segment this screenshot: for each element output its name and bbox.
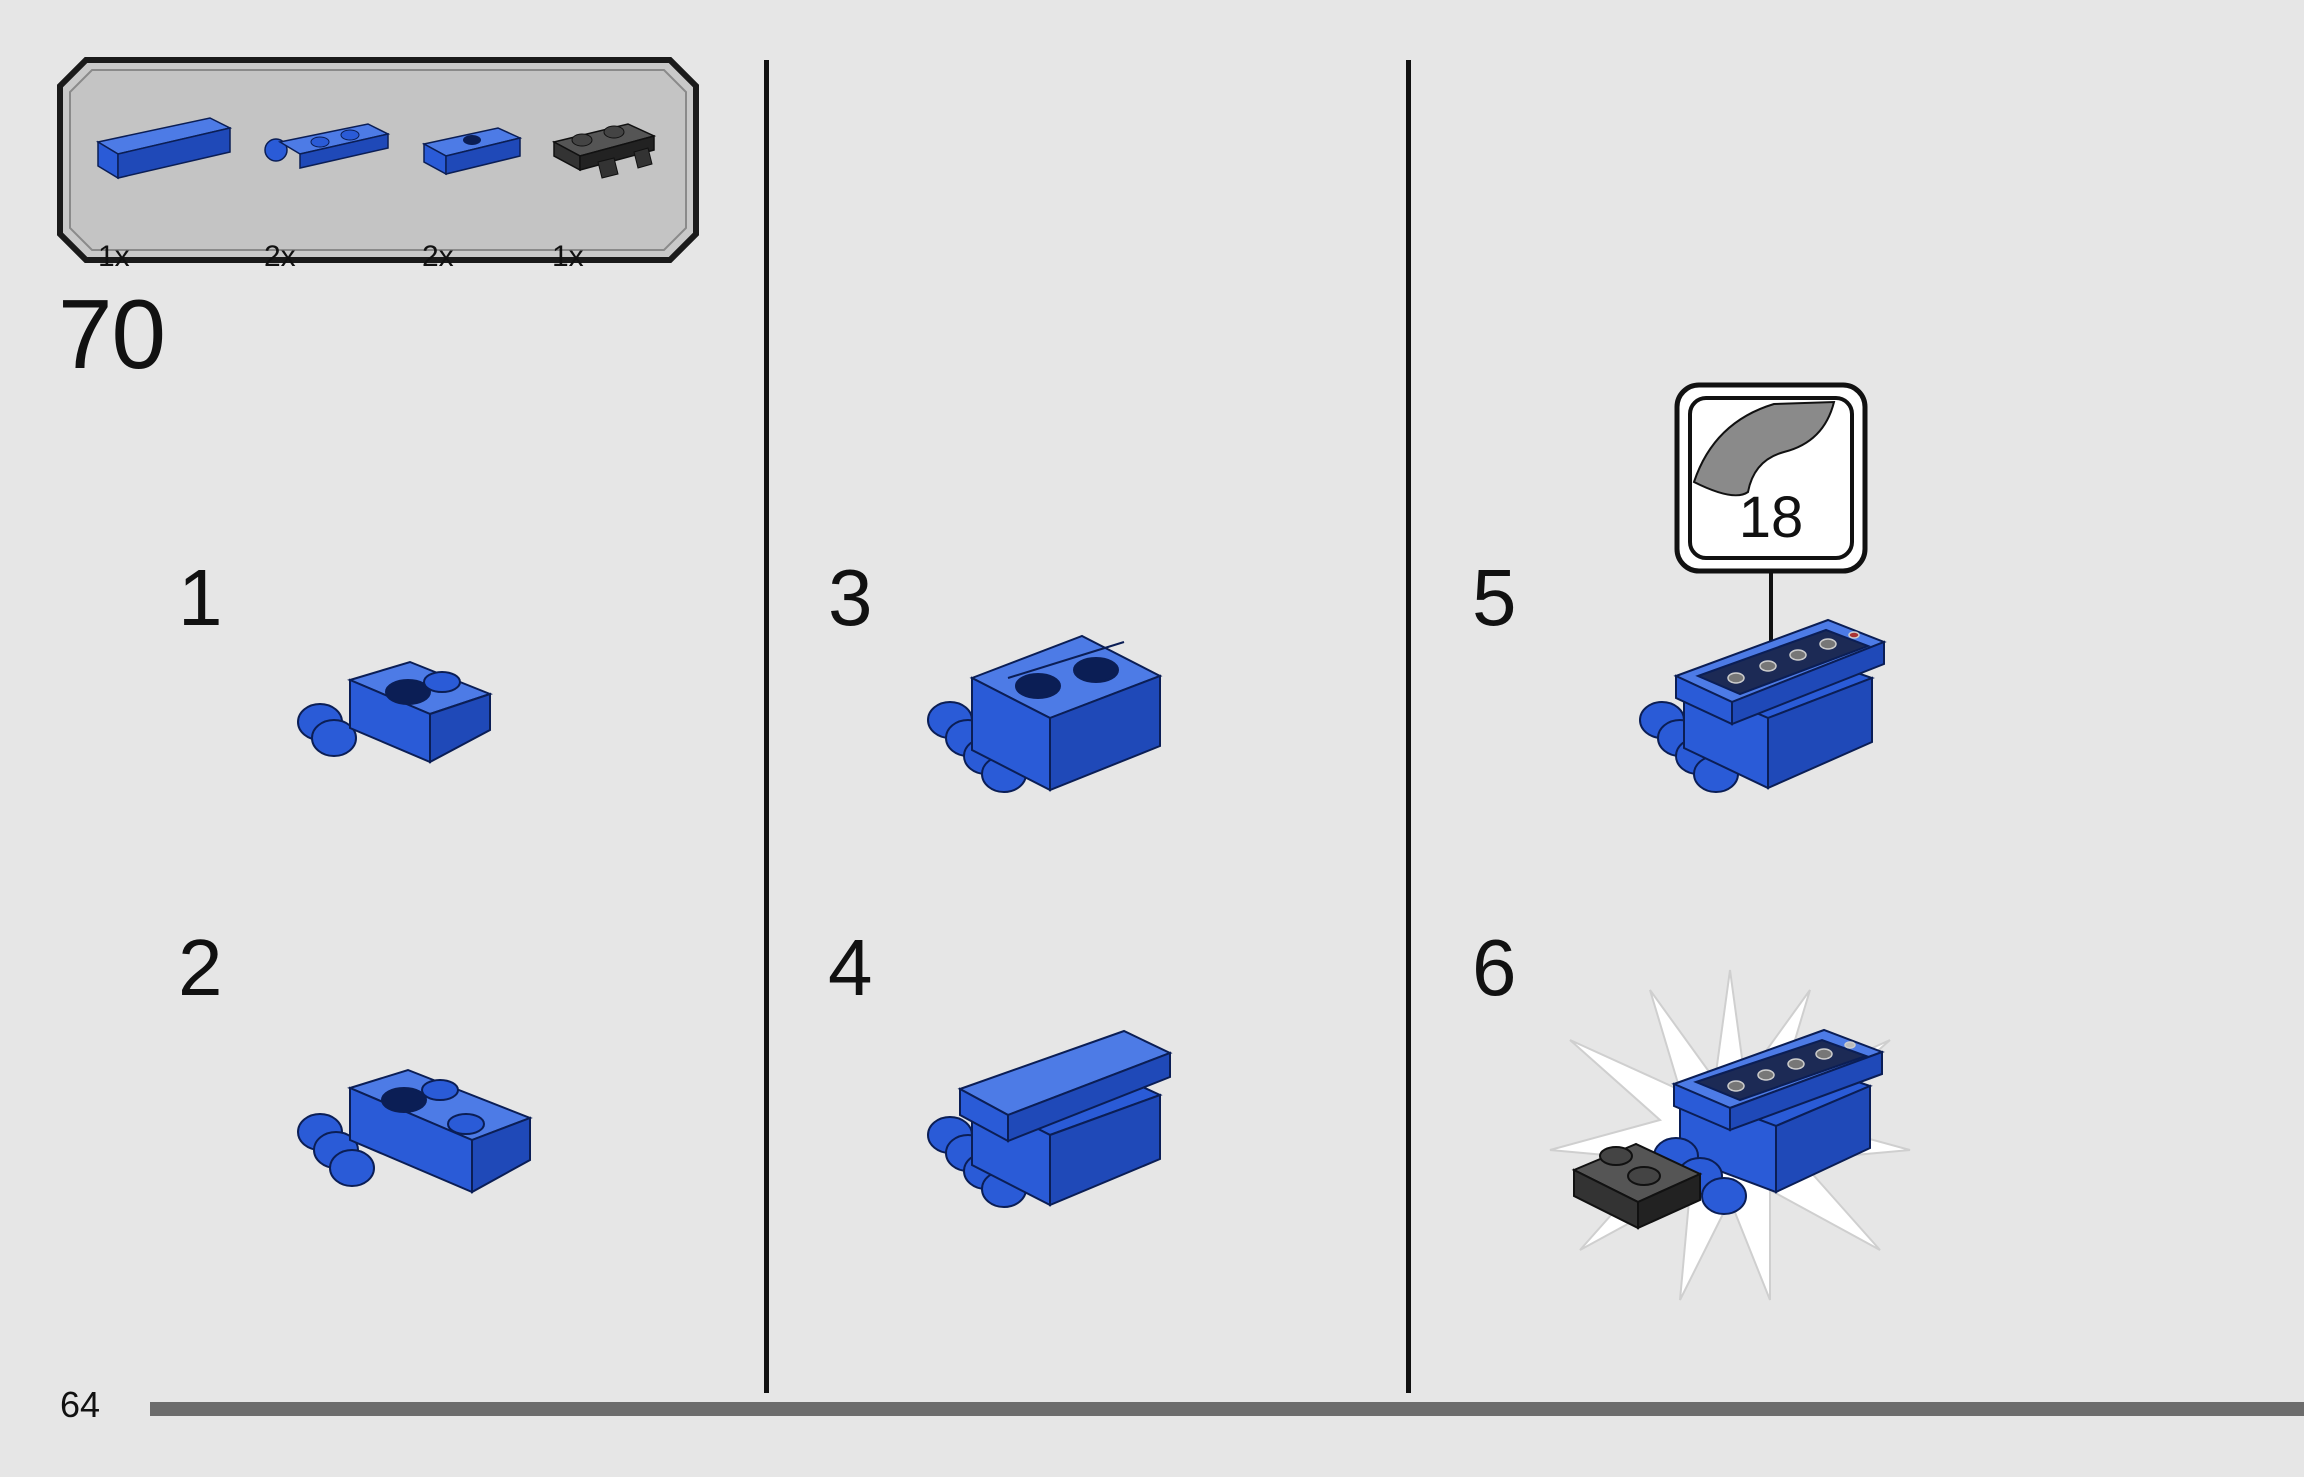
parts-box-frame <box>57 57 699 263</box>
parts-icons <box>95 117 657 180</box>
part-qty-2: 2x <box>264 240 296 273</box>
part-qty-3: 2x <box>422 240 454 273</box>
sticker-dials-icon <box>1727 1041 1856 1092</box>
step-6-model <box>1549 969 1911 1301</box>
parts-list-box: 1x 2x 2x 1x <box>57 57 699 273</box>
sticker-number: 18 <box>1738 485 1804 550</box>
black-bracket-plate-icon <box>551 123 657 179</box>
substep-number-5: 5 <box>1472 553 1517 642</box>
page-number: 64 <box>60 1384 101 1425</box>
step-1-model <box>297 660 493 764</box>
column-divider-2 <box>1406 60 1411 1393</box>
sticker-dials-icon <box>1727 631 1860 684</box>
step-3-model <box>927 634 1163 793</box>
page-progress-bar <box>150 1402 2304 1416</box>
substep-number-4: 4 <box>828 923 873 1012</box>
blue-clip-plate-icon <box>264 123 391 169</box>
main-step-number: 70 <box>58 279 166 389</box>
sticker-callout <box>1674 382 1868 654</box>
step-2-model <box>297 1068 533 1194</box>
substep-number-3: 3 <box>828 553 873 642</box>
column-divider-1 <box>764 60 769 1393</box>
blue-tile-1x4-icon <box>95 117 233 180</box>
substep-number-6: 6 <box>1472 923 1517 1012</box>
part-qty-4: 1x <box>552 240 584 273</box>
step-4-model <box>927 1029 1173 1208</box>
part-qty-1: 1x <box>98 240 130 273</box>
blue-plate-1x2-icon <box>421 127 523 176</box>
page-progress-fill <box>150 1402 2304 1416</box>
step-5-model <box>1639 618 1887 793</box>
substep-number-2: 2 <box>178 923 223 1012</box>
substep-number-1: 1 <box>178 553 223 642</box>
